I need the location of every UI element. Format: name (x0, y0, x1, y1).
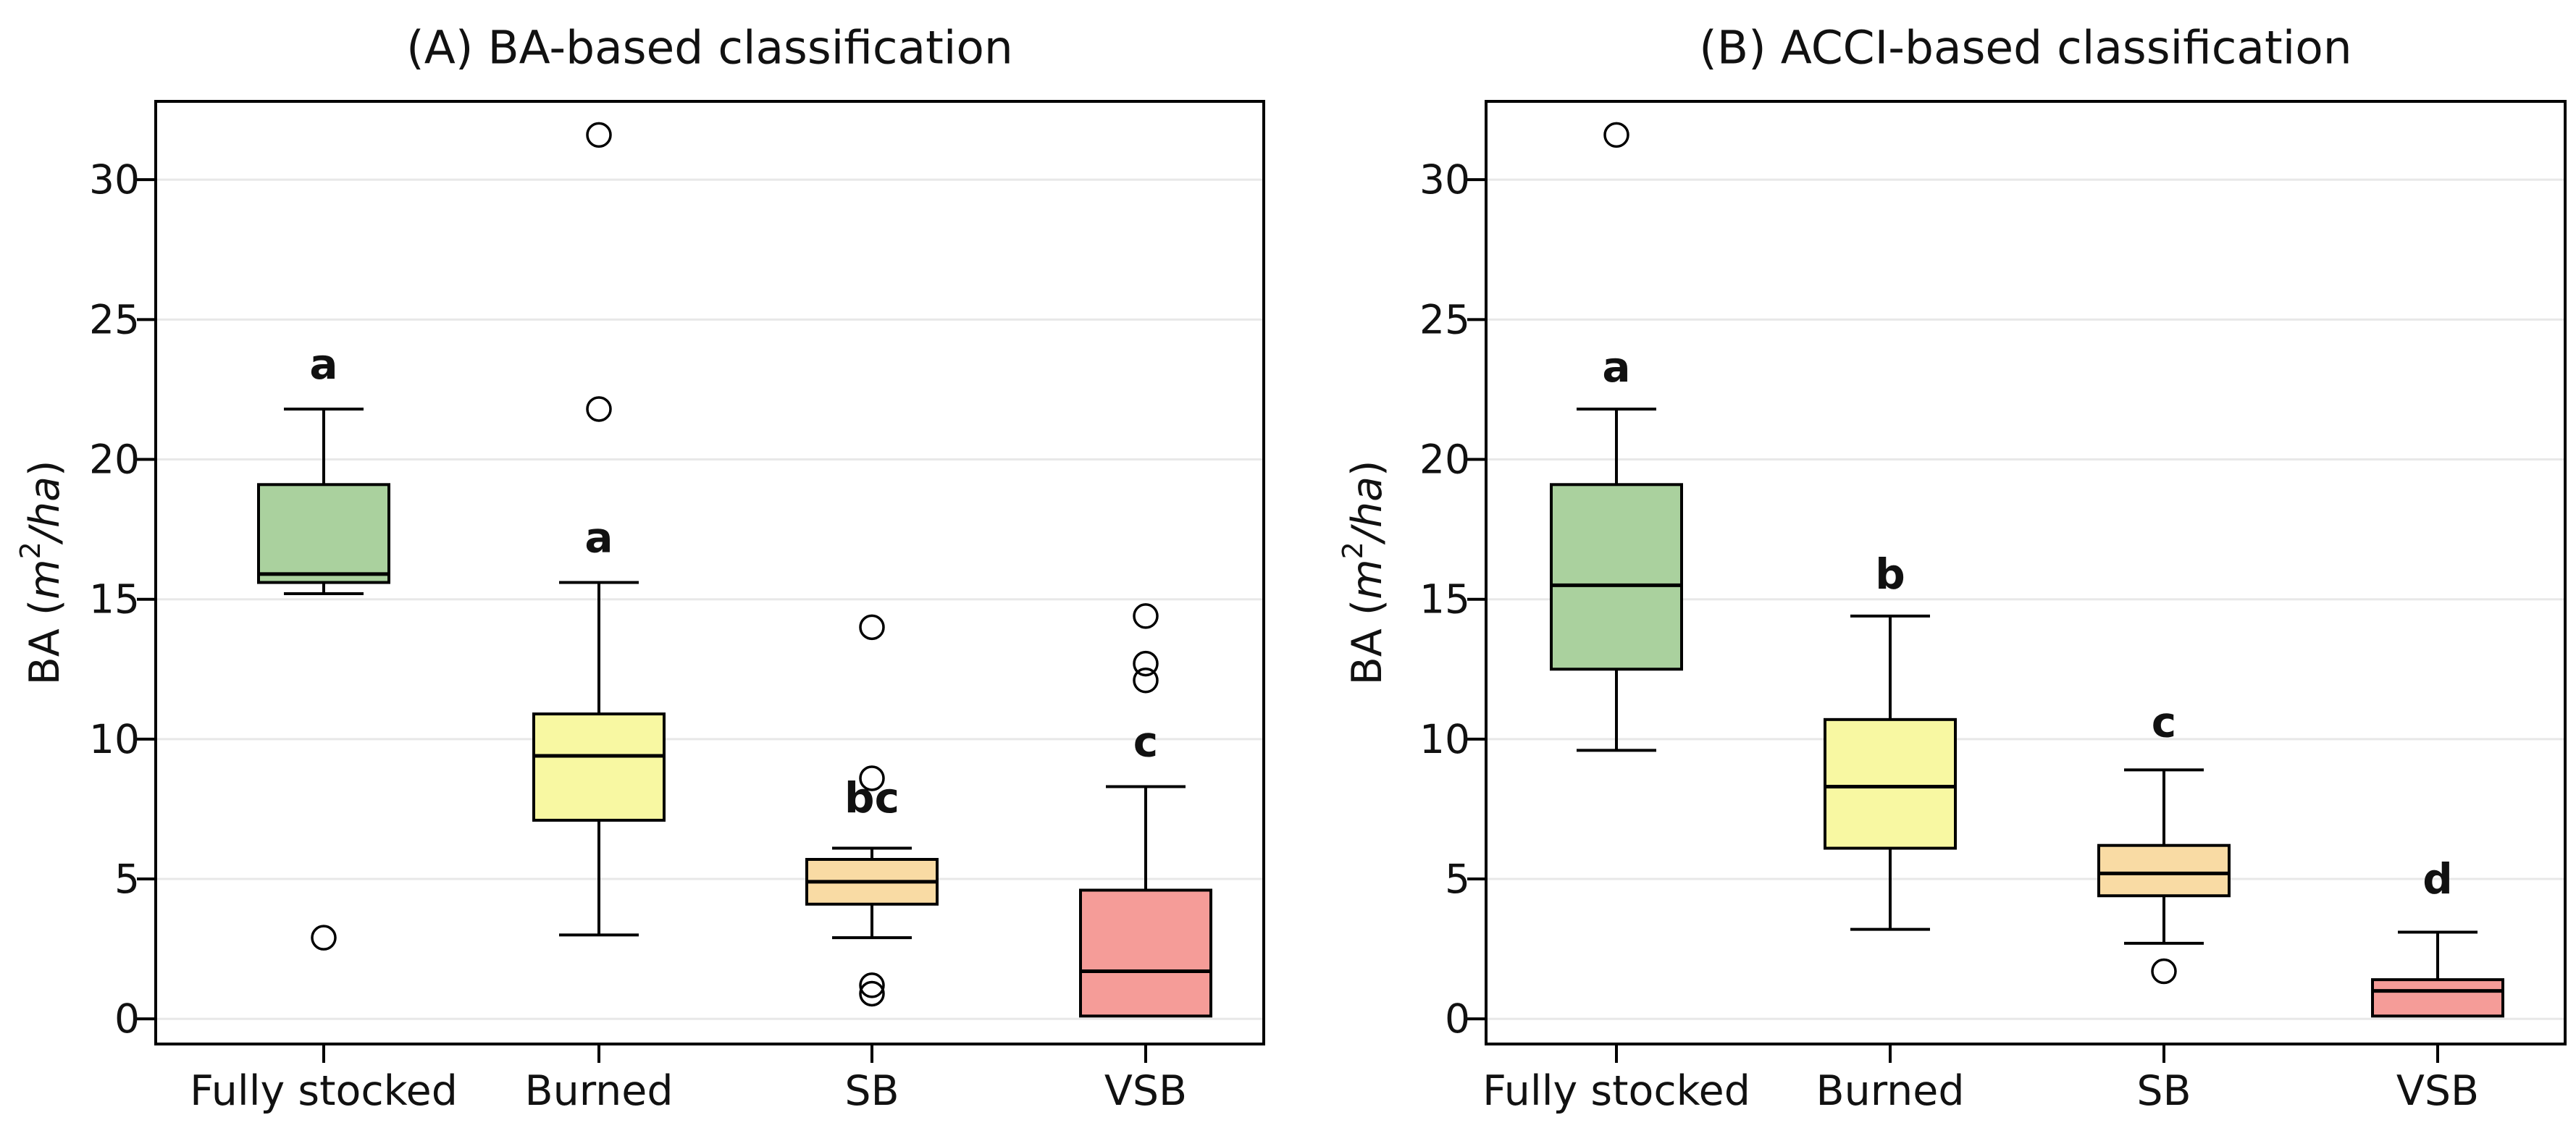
y-tick-label: 5 (114, 856, 140, 902)
plot-frame (1485, 100, 2567, 1045)
outlier-point-sb (2151, 958, 2177, 985)
y-tick-label: 25 (89, 296, 140, 342)
significance-letter-fully-stocked: a (309, 340, 337, 389)
plot-frame (154, 100, 1265, 1045)
outlier-point-sb (859, 765, 885, 791)
y-tick-label: 30 (89, 156, 140, 203)
x-tick-label: Burned (524, 1067, 673, 1115)
outlier-point-sb (859, 614, 885, 641)
outlier-point-vsb (1133, 667, 1159, 694)
outlier-point-burned (586, 396, 612, 422)
y-tick-label: 10 (89, 716, 140, 762)
y-tick-label: 5 (1445, 856, 1470, 902)
x-tick-label: VSB (1104, 1067, 1187, 1115)
box-burned (1824, 717, 1957, 850)
significance-letter-sb: c (2152, 698, 2176, 747)
x-tick-label: SB (844, 1067, 899, 1115)
significance-letter-vsb: c (1133, 717, 1158, 767)
significance-letter-fully-stocked: a (1602, 342, 1630, 392)
outlier-point-vsb (1133, 650, 1159, 677)
y-tick-label: 20 (1419, 437, 1470, 483)
y-tick-label: 15 (89, 576, 140, 623)
y-axis-label: BA (m2​/ha) (14, 460, 69, 686)
outlier-point-fully-stocked (311, 925, 337, 951)
outlier-point-sb (859, 980, 885, 1007)
y-tick-label: 0 (114, 996, 140, 1042)
x-tick-label: Fully stocked (1482, 1067, 1750, 1115)
y-tick-label: 25 (1419, 296, 1470, 342)
x-tick-label: VSB (2396, 1067, 2479, 1115)
box-fully-stocked (1550, 483, 1683, 671)
outlier-point-vsb (1133, 603, 1159, 629)
y-tick-label: 0 (1445, 996, 1470, 1042)
outlier-point-burned (586, 122, 612, 148)
x-tick-label: SB (2136, 1067, 2191, 1115)
box-burned (532, 712, 666, 822)
panel-a-title: (A) BA-based classification (406, 22, 1013, 75)
outlier-point-sb (859, 972, 885, 998)
box-vsb (1079, 888, 1212, 1018)
box-sb (2097, 843, 2231, 898)
outlier-point-fully-stocked (1603, 122, 1629, 148)
y-tick-label: 30 (1419, 156, 1470, 203)
x-tick-label: Fully stocked (190, 1067, 458, 1115)
box-fully-stocked (257, 483, 390, 584)
significance-letter-burned: b (1875, 550, 1905, 599)
significance-letter-burned: a (584, 513, 613, 563)
panel-b-title: (B) ACCI-based classification (1699, 22, 2351, 75)
box-vsb (2371, 978, 2504, 1018)
x-tick-label: Burned (1816, 1067, 1964, 1115)
significance-letter-vsb: d (2422, 854, 2453, 904)
y-tick-label: 15 (1419, 576, 1470, 623)
panel-b: (B) ACCI-based classification BA (m2​/ha… (1337, 22, 2567, 1115)
y-axis-label: BA (m2​/ha) (1337, 460, 1391, 686)
significance-letter-sb: bc (844, 773, 899, 822)
y-tick-label: 20 (89, 437, 140, 483)
y-tick-label: 10 (1419, 716, 1470, 762)
panel-a: (A) BA-based classification BA (m2​/ha) … (14, 22, 1265, 1115)
